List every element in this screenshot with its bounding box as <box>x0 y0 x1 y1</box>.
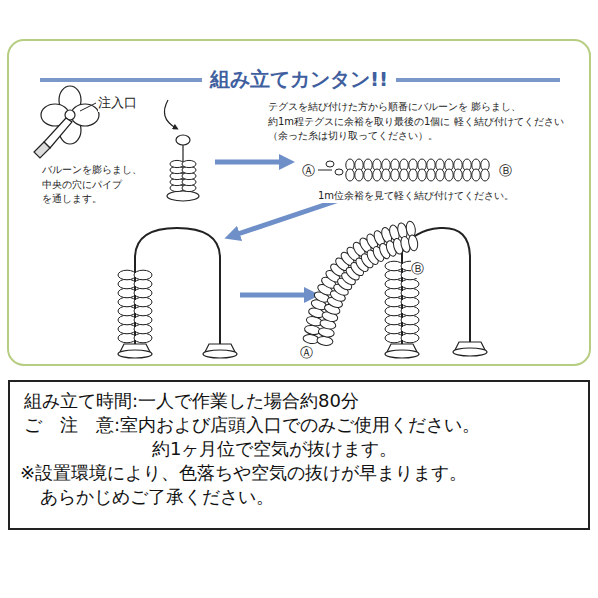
balloon <box>472 169 480 181</box>
balloon <box>118 288 136 298</box>
panel-frame <box>8 40 590 365</box>
balloon <box>385 306 403 316</box>
balloon <box>373 169 381 181</box>
balloon <box>401 324 419 334</box>
leader-line <box>80 103 96 111</box>
balloon <box>385 333 403 343</box>
balloon <box>454 169 462 181</box>
balloon <box>118 279 136 289</box>
notice-text: 組み立て時間:一人で作業した場合約80分 <box>24 390 359 412</box>
balloon <box>481 169 489 181</box>
balloon <box>118 306 136 316</box>
balloon <box>385 324 403 334</box>
balloon <box>364 169 372 181</box>
end-marker: Ⓑ <box>499 162 512 180</box>
balloon <box>118 315 136 325</box>
title: 組み立てカンタン!! <box>202 66 396 92</box>
balloon <box>385 270 403 280</box>
arch-frame <box>402 228 470 345</box>
balloon <box>400 169 408 181</box>
balloon <box>134 306 152 316</box>
notice-text: あらかじめご了承ください。 <box>40 486 274 508</box>
balloon-stack <box>170 160 196 191</box>
balloon-garland <box>303 220 419 346</box>
end-marker: Ⓐ <box>302 162 315 180</box>
balloon <box>401 297 419 307</box>
balloon <box>385 297 403 307</box>
balloon <box>436 169 444 181</box>
balloon <box>118 297 136 307</box>
balloon <box>134 279 152 289</box>
balloon <box>382 169 390 181</box>
balloon <box>355 169 363 181</box>
step-arrow <box>215 160 287 165</box>
balloon <box>385 288 403 298</box>
balloon <box>118 270 136 280</box>
notice-text: ※設置環境により、色落ちや空気の抜けが早まります。 <box>20 462 467 484</box>
arch-frame <box>135 228 220 345</box>
stand-base <box>118 344 237 358</box>
stand-base <box>385 342 487 358</box>
balloon <box>118 333 136 343</box>
balloon <box>118 324 136 334</box>
balloon <box>463 169 471 181</box>
balloon <box>391 169 399 181</box>
balloon <box>385 315 403 325</box>
balloon <box>134 324 152 334</box>
balloon <box>445 169 453 181</box>
balloon <box>427 169 435 181</box>
balloon <box>409 169 417 181</box>
notice-text: 約1ヶ月位で空気が抜けます。 <box>152 438 397 460</box>
fishing-line <box>318 170 332 171</box>
end-marker: Ⓑ <box>411 260 424 278</box>
balloon <box>401 315 419 325</box>
instruction-note: 1m位余裕を見て軽く結び付けてください。 <box>318 189 514 203</box>
balloon <box>182 160 196 167</box>
balloon <box>385 279 403 289</box>
balloon <box>407 234 418 251</box>
instruction-note: テグスを結び付けた方から順番にバルーンを 膨らまし、約1m程テグスに余裕を取り最… <box>268 100 588 144</box>
balloon <box>418 169 426 181</box>
balloon <box>326 161 334 167</box>
notice-box: 組み立て時間:一人で作業した場合約80分ご 注 意:室内および店頭入口でのみご使… <box>8 380 590 530</box>
balloon-stack <box>118 270 152 343</box>
balloon <box>134 333 152 343</box>
balloon <box>401 288 419 298</box>
balloon <box>401 333 419 343</box>
balloon <box>134 297 152 307</box>
end-marker: Ⓐ <box>300 344 313 362</box>
notice-text: ご 注 意:室内および店頭入口でのみご使用ください。 <box>24 414 480 436</box>
step-arrow <box>232 198 345 236</box>
stack-figure <box>164 100 199 201</box>
balloon <box>346 169 354 181</box>
balloon <box>134 288 152 298</box>
balloon <box>335 169 343 175</box>
balloon <box>401 279 419 289</box>
instruction-note: バルーンを膨らまし、 中央の穴にパイプ を通します。 <box>42 163 162 207</box>
balloon <box>401 306 419 316</box>
balloon <box>134 270 152 280</box>
callout-label: 注入口 <box>98 94 137 112</box>
balloon <box>134 315 152 325</box>
balloon-strip <box>318 159 489 181</box>
balloon-flower <box>34 86 99 158</box>
balloon <box>385 261 403 271</box>
step-arrow <box>240 293 312 298</box>
